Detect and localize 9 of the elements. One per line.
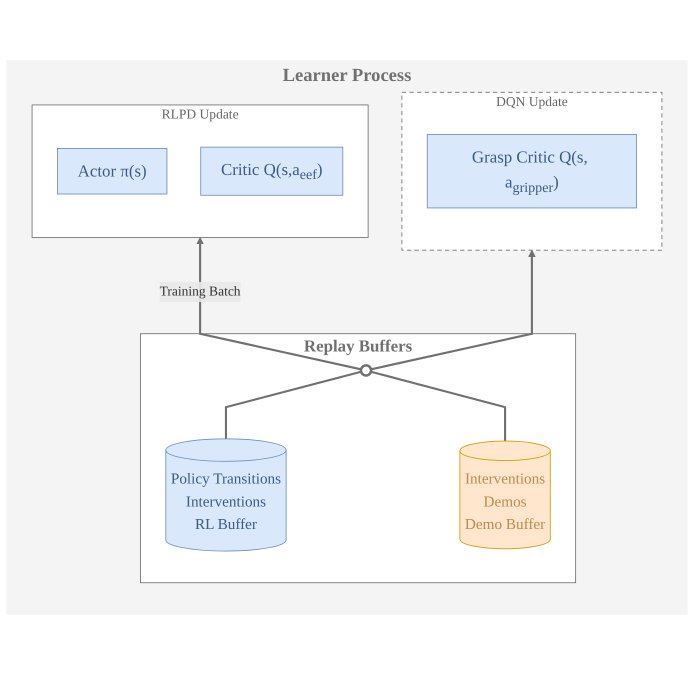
connector bbox=[224, 370, 362, 439]
connector bbox=[370, 370, 506, 442]
arrow bbox=[196, 237, 362, 370]
arrow bbox=[370, 250, 536, 370]
node-box: Critic Q(s,a$_{eef}$) bbox=[200, 146, 344, 196]
node-box: Grasp Critic Q(s, a$_{gripper}$) bbox=[426, 134, 638, 208]
node-circle bbox=[360, 364, 372, 377]
node-box: Actor π(s) bbox=[56, 148, 168, 194]
edge-label: Training Batch bbox=[160, 284, 241, 299]
